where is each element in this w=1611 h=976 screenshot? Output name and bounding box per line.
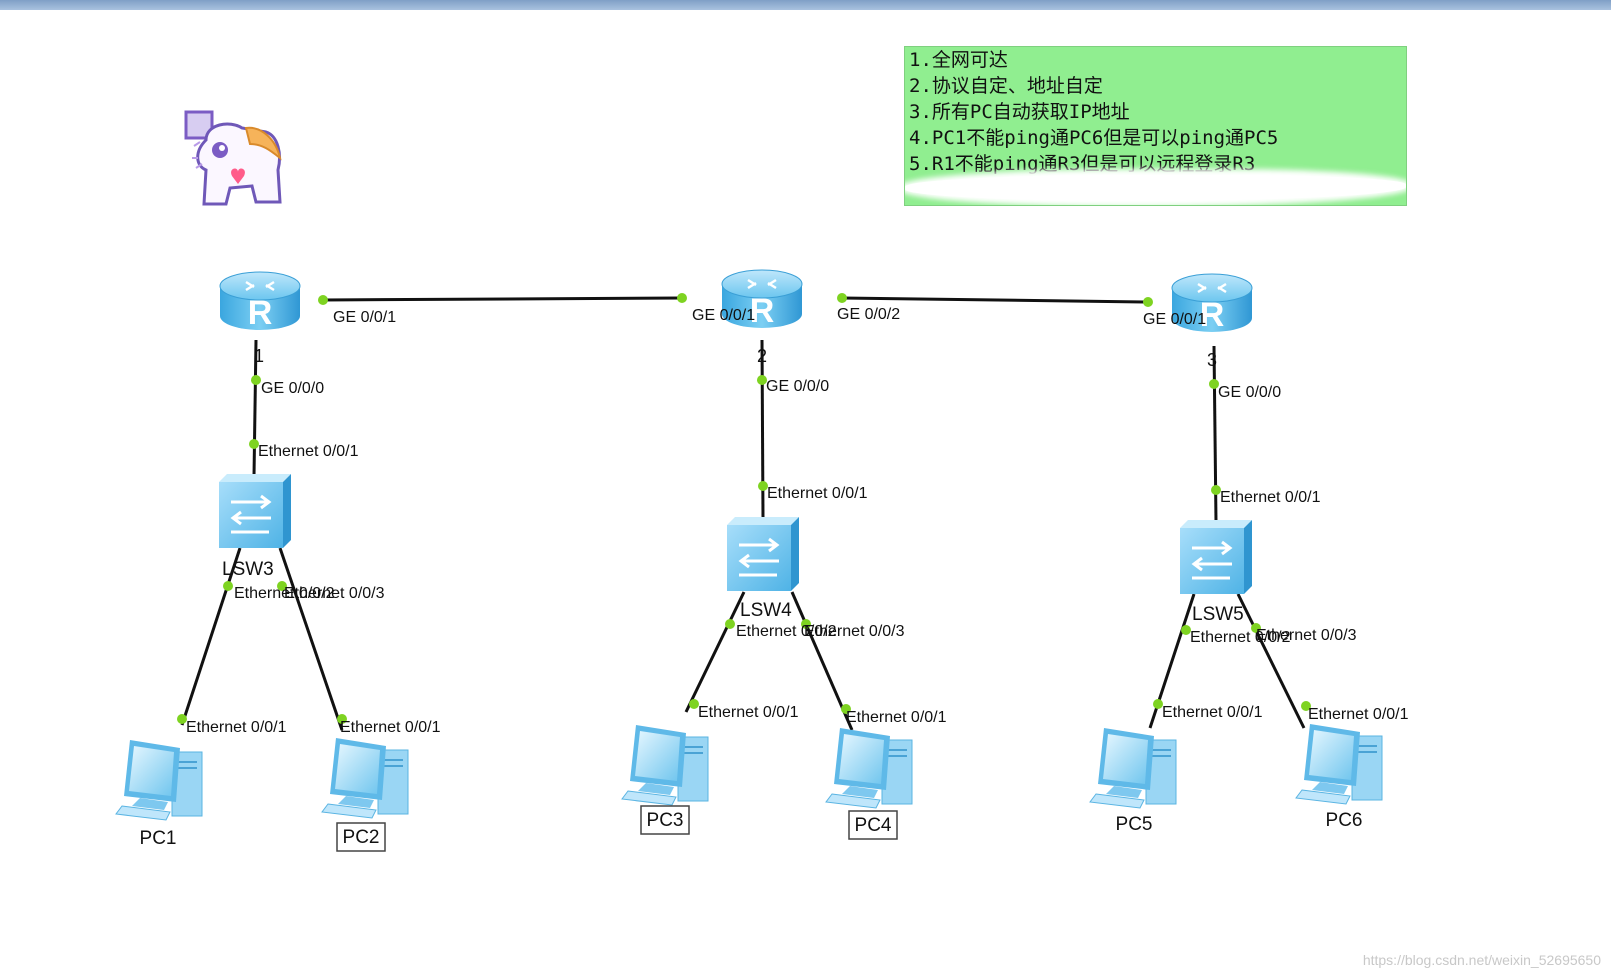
- port-label: GE 0/0/1: [1143, 311, 1206, 328]
- pc-label: PC4: [855, 815, 892, 836]
- note-line-3: 3.所有PC自动获取IP地址: [909, 101, 1130, 123]
- pc-pc5[interactable]: [1089, 727, 1177, 809]
- switch-label: LSW5: [1192, 604, 1244, 625]
- port-dot: [757, 375, 767, 385]
- port-label: Ethernet 0/0/1: [258, 443, 359, 460]
- port-label: Ethernet 0/0/1: [1308, 706, 1409, 723]
- port-dot: [841, 704, 851, 714]
- port-dot: [677, 293, 687, 303]
- pc-pc6[interactable]: [1295, 723, 1383, 805]
- link-r2-r3[interactable]: [841, 296, 1149, 304]
- port-dot: [1143, 297, 1153, 307]
- port-dot: [251, 375, 261, 385]
- pc-label: PC5: [1116, 814, 1153, 835]
- port-label: Ethernet 0/0/3: [284, 585, 385, 602]
- requirements-note: 1.全网可达 2.协议自定、地址自定 3.所有PC自动获取IP地址 4.PC1不…: [904, 46, 1407, 206]
- switch-lsw5[interactable]: [1178, 518, 1254, 596]
- port-label: Ethernet 0/0/3: [1256, 627, 1357, 644]
- port-label: Ethernet 0/0/1: [846, 709, 947, 726]
- pc-pc1[interactable]: [115, 739, 203, 821]
- link-r1-r2[interactable]: [322, 296, 683, 302]
- pc-label-box: [848, 810, 898, 840]
- port-label: GE 0/0/0: [261, 380, 324, 397]
- port-label: Ethernet 0/0/2: [736, 623, 837, 640]
- switch-lsw3[interactable]: [217, 472, 293, 550]
- port-dot: [689, 699, 699, 709]
- router-label: 1: [254, 346, 264, 366]
- router-r1[interactable]: [218, 270, 302, 334]
- pc-label-box: [640, 805, 690, 835]
- link-r3-lsw5[interactable]: [1212, 345, 1218, 523]
- port-label: Ethernet 0/0/1: [698, 704, 799, 721]
- port-dot: [1181, 625, 1191, 635]
- port-dot: [725, 619, 735, 629]
- redaction-smudge: [905, 175, 1406, 201]
- port-label: Ethernet 0/0/2: [1190, 629, 1291, 646]
- port-dot: [177, 714, 187, 724]
- link-lsw4-pc3[interactable]: [684, 591, 746, 713]
- link-r2-lsw4[interactable]: [760, 339, 765, 519]
- port-label: Ethernet 0/0/1: [340, 719, 441, 736]
- pc-label: PC2: [343, 827, 380, 848]
- window-top-bar: [0, 0, 1611, 10]
- pc-label: PC6: [1326, 810, 1363, 831]
- port-label: GE 0/0/1: [692, 307, 755, 324]
- port-label: Ethernet 0/0/2: [234, 585, 335, 602]
- link-lsw3-pc1[interactable]: [180, 547, 242, 726]
- port-label: GE 0/0/0: [766, 378, 829, 395]
- port-dot: [1153, 699, 1163, 709]
- port-dot: [837, 293, 847, 303]
- router-label: 3: [1207, 350, 1217, 370]
- switch-lsw4[interactable]: [725, 515, 801, 593]
- port-label: Ethernet 0/0/1: [767, 485, 868, 502]
- port-dot: [1251, 623, 1261, 633]
- port-dot: [318, 295, 328, 305]
- pc-label: PC3: [647, 810, 684, 831]
- link-r1-lsw3[interactable]: [252, 339, 258, 477]
- note-line-1: 1.全网可达: [909, 49, 1008, 71]
- port-dot: [249, 439, 259, 449]
- port-dot: [277, 581, 287, 591]
- port-dot: [1209, 379, 1219, 389]
- port-label: Ethernet 0/0/3: [804, 623, 905, 640]
- port-dot: [223, 581, 233, 591]
- pc-pc3[interactable]: [621, 724, 709, 806]
- note-line-2: 2.协议自定、地址自定: [909, 75, 1103, 97]
- pc-pc4[interactable]: [825, 727, 913, 809]
- unicorn-sticker-icon: [184, 110, 282, 206]
- port-dot: [1301, 701, 1311, 711]
- note-line-4: 4.PC1不能ping通PC6但是可以ping通PC5: [909, 127, 1279, 149]
- link-lsw5-pc6[interactable]: [1236, 593, 1306, 729]
- pc-label-box: [336, 822, 386, 852]
- port-dot: [337, 714, 347, 724]
- port-dot: [801, 619, 811, 629]
- port-label: Ethernet 0/0/1: [1220, 489, 1321, 506]
- note-line-5: 5.R1不能ping通R3但是可以远程登录R3: [909, 153, 1256, 175]
- port-label: GE 0/0/1: [333, 309, 396, 326]
- port-label: GE 0/0/2: [837, 306, 900, 323]
- port-dot: [1211, 485, 1221, 495]
- switch-label: LSW3: [222, 559, 274, 580]
- pc-label: PC1: [140, 828, 177, 849]
- port-label: Ethernet 0/0/1: [1162, 704, 1263, 721]
- link-lsw3-pc2[interactable]: [278, 547, 344, 731]
- port-label: GE 0/0/0: [1218, 384, 1281, 401]
- port-label: Ethernet 0/0/1: [186, 719, 287, 736]
- pc-pc2[interactable]: [321, 737, 409, 819]
- switch-label: LSW4: [740, 600, 792, 621]
- watermark: https://blog.csdn.net/weixin_52695650: [1362, 952, 1601, 968]
- router-label: 2: [757, 346, 767, 366]
- port-dot: [758, 481, 768, 491]
